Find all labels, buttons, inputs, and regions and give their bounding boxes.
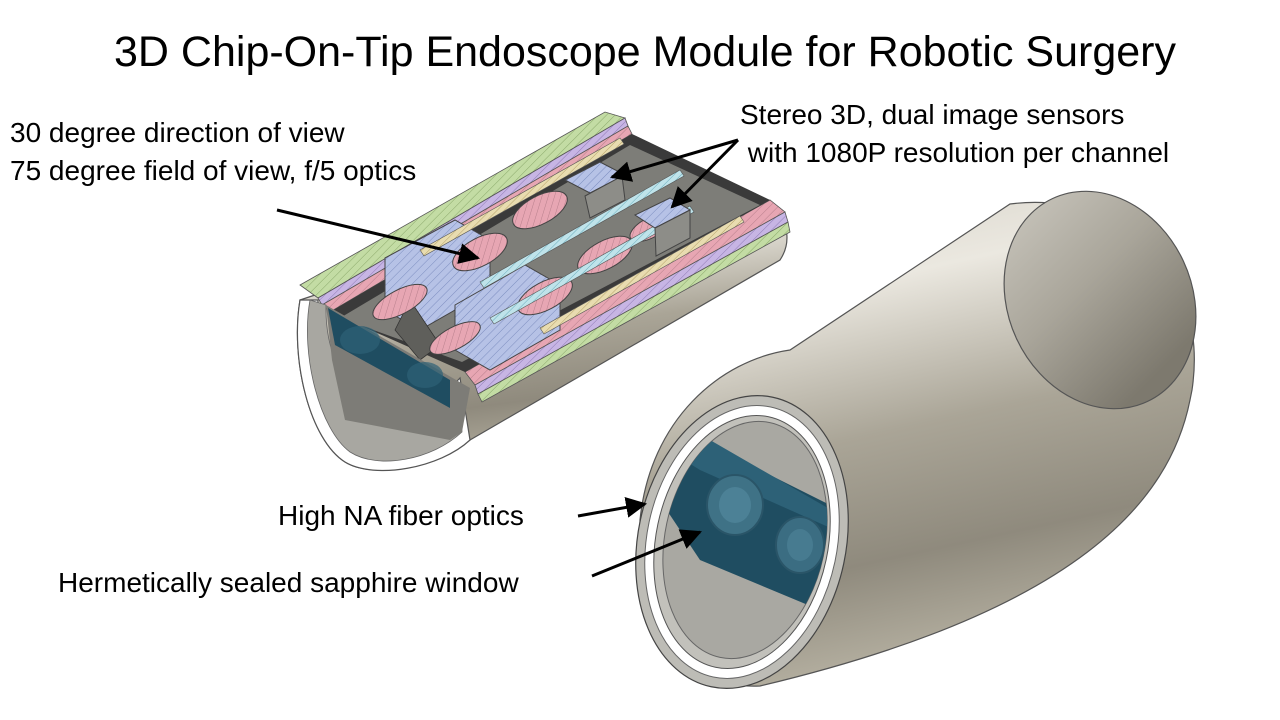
cutaway-endoscope-module [296,111,791,472]
complete-endoscope-module [635,190,1197,689]
window-arrow [591,529,702,578]
fiber-arrow [577,496,648,518]
sapphire-window-annotation: Hermetically sealed sapphire window [58,567,519,598]
optics-arrow [276,208,481,264]
resolution-text: with 1080P resolution per channel [740,137,1170,168]
sensor-arrow-left [609,138,739,182]
field-of-view-text: 75 degree field of view, f/5 optics [10,155,417,186]
sensors-annotation: Stereo 3D, dual image sensors with 1080P… [740,96,1169,172]
sapphire-window [641,440,840,610]
page-title: 3D Chip-On-Tip Endoscope Module for Robo… [114,28,1176,76]
optics-annotation: 30 degree direction of view 75 degree fi… [10,114,416,190]
sensor-arrow-right [670,138,740,209]
stereo-sensors-text: Stereo 3D, dual image sensors [740,99,1125,130]
callout-arrows [276,138,740,578]
direction-of-view-text: 30 degree direction of view [10,117,345,148]
fiber-optics-annotation: High NA fiber optics [278,500,524,531]
